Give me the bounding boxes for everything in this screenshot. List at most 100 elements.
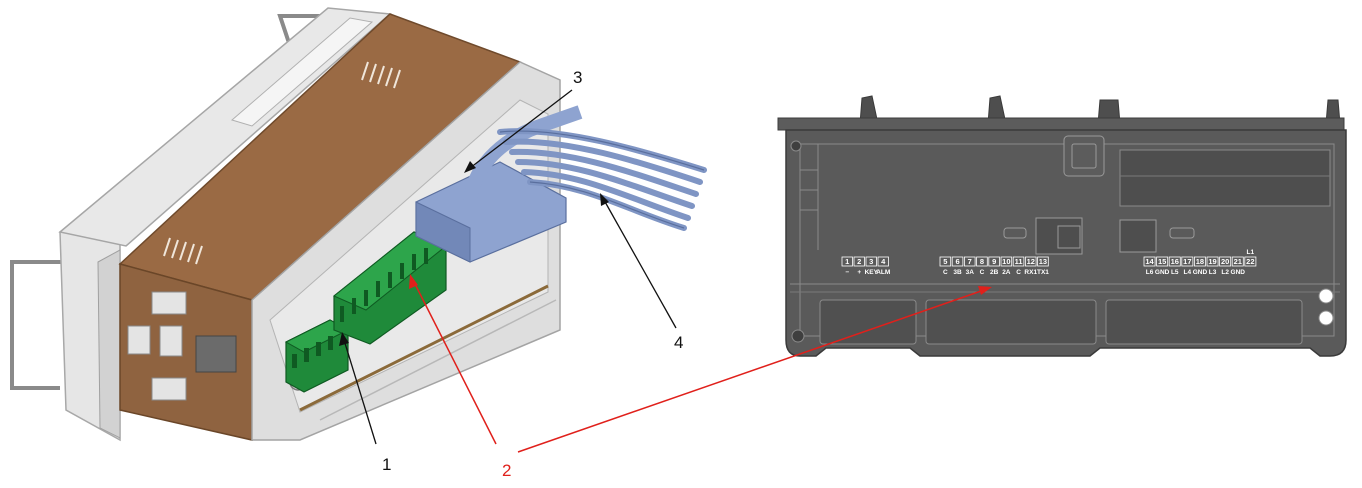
front-slot-2 [127, 325, 151, 355]
terminal-box [1012, 256, 1025, 267]
terminal-number: 10 [1002, 257, 1010, 266]
panel-outline-inner [799, 143, 1335, 337]
green-connector-1 [284, 319, 350, 393]
terminal-signal: ALM [876, 269, 890, 276]
leader-line-2a [413, 281, 497, 445]
terminal-number: 22 [1246, 257, 1254, 266]
terminal-number: 3 [869, 257, 873, 266]
terminal-box [1037, 256, 1049, 267]
panel-clip-left-tab [1003, 227, 1027, 239]
terminal-number: 11 [1015, 257, 1023, 266]
terminal-box [1000, 256, 1013, 267]
terminal-box [841, 256, 853, 267]
panel-clip-2 [1119, 219, 1157, 253]
terminal-top-label: L1 [1247, 249, 1255, 256]
terminal-signal: RX1 [1024, 269, 1037, 276]
panel-clip-1 [1035, 217, 1083, 255]
bottom-recess-1 [819, 299, 917, 345]
ribbon-cable [415, 105, 707, 263]
leader-arrow-2b [978, 286, 992, 295]
leader-lines [339, 89, 992, 453]
terminal-number: 1 [845, 257, 849, 266]
terminal-signal: GND [1193, 269, 1208, 276]
panel-hole-left-bottom [791, 329, 805, 343]
callout-label-2: 2 [502, 461, 511, 480]
device-3d-view [10, 7, 707, 442]
bottom-recess-2 [925, 299, 1097, 345]
terminal-signal: L6 [1146, 269, 1154, 276]
terminal-number: 17 [1183, 257, 1191, 266]
terminal-signal: + [857, 269, 861, 276]
leader-arrow-1 [339, 332, 349, 346]
terminal-box [951, 256, 964, 267]
leader-line-3 [469, 89, 573, 169]
leader-line-2b [517, 289, 985, 453]
terminal-box [976, 256, 988, 267]
terminal-signal: L3 [1209, 269, 1217, 276]
terminal-number: 2 [857, 257, 861, 266]
terminal-labels: 1−2+3KEY4ALM5C63B73A8C92B102A11C12RX113T… [841, 249, 1257, 276]
terminal-signal: 2B [990, 269, 999, 276]
terminal-number: 15 [1158, 257, 1166, 266]
callout-label-3: 3 [573, 68, 582, 87]
terminal-signal: GND [1231, 269, 1246, 276]
terminal-signal: L2 [1221, 269, 1229, 276]
wire-handle-bottom [10, 260, 70, 390]
panel-clip-1-inner [1057, 225, 1081, 249]
front-slot-1 [151, 291, 187, 315]
terminal-number: 8 [980, 257, 984, 266]
terminal-signal: TX1 [1037, 269, 1049, 276]
left-end-cap-front [97, 249, 121, 439]
terminal-signal: 3B [953, 269, 962, 276]
bottom-recess-3 [1105, 299, 1303, 345]
terminal-signal: L4 [1184, 269, 1192, 276]
front-slot-5 [151, 377, 187, 401]
terminal-number: 6 [955, 257, 959, 266]
terminal-signal: 2A [1002, 269, 1011, 276]
leader-arrow-2a [409, 274, 418, 289]
terminal-number: 14 [1145, 257, 1154, 266]
terminal-number: 4 [881, 257, 886, 266]
cover-vent-top [361, 61, 401, 89]
terminal-signal: KEY [865, 269, 879, 276]
terminal-number: 19 [1208, 257, 1216, 266]
terminal-signal: C [943, 269, 948, 276]
terminal-number: 20 [1221, 257, 1229, 266]
front-panel-view: 1−2+3KEY4ALM5C63B73A8C92B102A11C12RX113T… [777, 95, 1347, 357]
terminal-box [1168, 256, 1181, 267]
front-slot-4 [195, 335, 237, 373]
terminal-box [1181, 256, 1194, 267]
terminal-signal: 3A [966, 269, 975, 276]
terminal-box [1219, 256, 1232, 267]
panel-left-ribs [800, 144, 819, 250]
terminal-number: 18 [1196, 257, 1204, 266]
terminal-box [1156, 256, 1169, 267]
leader-line-1 [343, 339, 377, 445]
terminal-number: 13 [1039, 257, 1047, 266]
callout-label-1: 1 [382, 455, 391, 474]
terminal-box [877, 256, 889, 267]
terminal-signal: C [980, 269, 985, 276]
panel-top-rail [777, 117, 1345, 131]
panel-round-hole-2 [1318, 310, 1334, 326]
terminal-box [853, 256, 865, 267]
terminal-signal: − [845, 269, 849, 276]
leader-line-4 [603, 199, 677, 329]
terminal-box [1025, 256, 1037, 267]
terminal-box [1194, 256, 1206, 267]
terminal-number: 12 [1027, 257, 1035, 266]
panel-right-recess [1119, 149, 1331, 207]
side-slot-line [299, 284, 549, 412]
terminal-number: 16 [1171, 257, 1179, 266]
panel-hole-left [790, 140, 802, 152]
panel-square-feature [1063, 135, 1105, 177]
terminal-signal: L5 [1171, 269, 1179, 276]
front-slot-3 [159, 325, 183, 357]
terminal-box [1244, 256, 1257, 267]
terminal-box [1231, 256, 1244, 267]
terminal-box [865, 256, 877, 267]
leader-arrow-4 [600, 193, 609, 206]
callout-label-4: 4 [674, 333, 683, 352]
terminal-box [1143, 256, 1156, 267]
terminal-number: 7 [968, 257, 972, 266]
